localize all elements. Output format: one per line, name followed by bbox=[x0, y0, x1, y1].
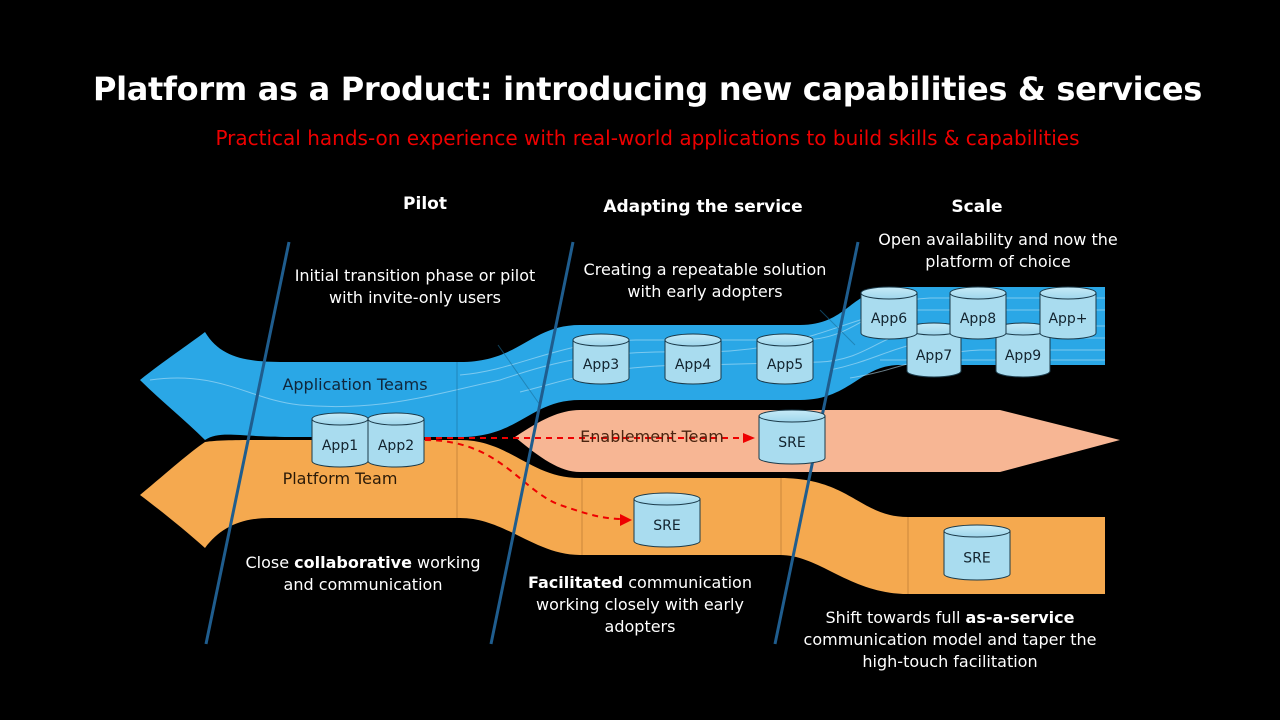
adapting-bottom-post: communication working closely with early… bbox=[536, 573, 752, 636]
app7-cylinder-label: App7 bbox=[916, 348, 952, 364]
phase-adapting-label: Adapting the service bbox=[603, 197, 803, 217]
adapting-bottom-note: Facilitated communication working closel… bbox=[520, 572, 760, 638]
app3-cylinder-label: App3 bbox=[583, 357, 619, 373]
page-subtitle: Practical hands-on experience with real-… bbox=[215, 126, 1080, 150]
app1-cylinder-label: App1 bbox=[322, 438, 358, 454]
enablement-team-label: Enablement Team bbox=[580, 427, 724, 446]
app4-cylinder: App4 bbox=[664, 333, 722, 385]
app-plus-cylinder: App+ bbox=[1039, 286, 1097, 340]
pilot-top-note: Initial transition phase or pilot with i… bbox=[294, 266, 536, 307]
adapting-bottom-bold: Facilitated bbox=[528, 573, 624, 592]
app9-cylinder-label: App9 bbox=[1005, 348, 1041, 364]
platform-team-label: Platform Team bbox=[283, 469, 398, 488]
app5-cylinder: App5 bbox=[756, 333, 814, 385]
app7-cylinder: App7 bbox=[906, 322, 962, 378]
application-teams-label: Application Teams bbox=[282, 375, 427, 394]
scale-bottom-pre: Shift towards full bbox=[825, 608, 966, 627]
app4-cylinder-label: App4 bbox=[675, 357, 711, 373]
phase-pilot-label: Pilot bbox=[403, 194, 447, 214]
app1-cylinder: App1 bbox=[311, 412, 369, 468]
app5-cylinder-label: App5 bbox=[767, 357, 803, 373]
scale-sre-cylinder: SRE bbox=[943, 524, 1011, 581]
pilot-divider bbox=[204, 241, 291, 645]
app6-cylinder-label: App6 bbox=[871, 311, 907, 327]
adapting-top-note: Creating a repeatable solution with earl… bbox=[583, 260, 827, 301]
app8-cylinder: App8 bbox=[949, 286, 1007, 340]
pilot-bottom-pre: Close bbox=[245, 553, 295, 572]
platform-sre-cylinder: SRE bbox=[633, 492, 701, 548]
scale-top-note: Open availability and now the platform o… bbox=[878, 230, 1118, 271]
scale-bottom-note: Shift towards full as-a-service communic… bbox=[795, 607, 1105, 673]
enablement-sre-cylinder-label: SRE bbox=[778, 435, 805, 451]
app3-cylinder: App3 bbox=[572, 333, 630, 385]
app2-cylinder-label: App2 bbox=[378, 438, 414, 454]
app2-cylinder: App2 bbox=[367, 412, 425, 468]
app-plus-cylinder-label: App+ bbox=[1048, 311, 1087, 327]
app8-cylinder-label: App8 bbox=[960, 311, 996, 327]
platform-sre-cylinder-label: SRE bbox=[653, 518, 680, 534]
app9-cylinder: App9 bbox=[995, 322, 1051, 378]
pilot-bottom-bold: collaborative bbox=[294, 553, 412, 572]
arrow-to-platform-sre bbox=[424, 439, 621, 520]
pilot-bottom-post: working and communication bbox=[283, 553, 481, 594]
adapting-divider bbox=[489, 241, 575, 645]
app6-cylinder: App6 bbox=[860, 286, 918, 340]
pilot-bottom-note: Close collaborative working and communic… bbox=[232, 552, 494, 596]
enablement-sre-cylinder: SRE bbox=[758, 409, 826, 465]
page-title: Platform as a Product: introducing new c… bbox=[92, 70, 1203, 108]
phase-scale-label: Scale bbox=[951, 197, 1003, 217]
scale-bottom-bold: as-a-service bbox=[965, 608, 1075, 627]
scale-bottom-post: communication model and taper the high-t… bbox=[803, 630, 1097, 671]
scale-sre-cylinder-label: SRE bbox=[963, 551, 990, 567]
